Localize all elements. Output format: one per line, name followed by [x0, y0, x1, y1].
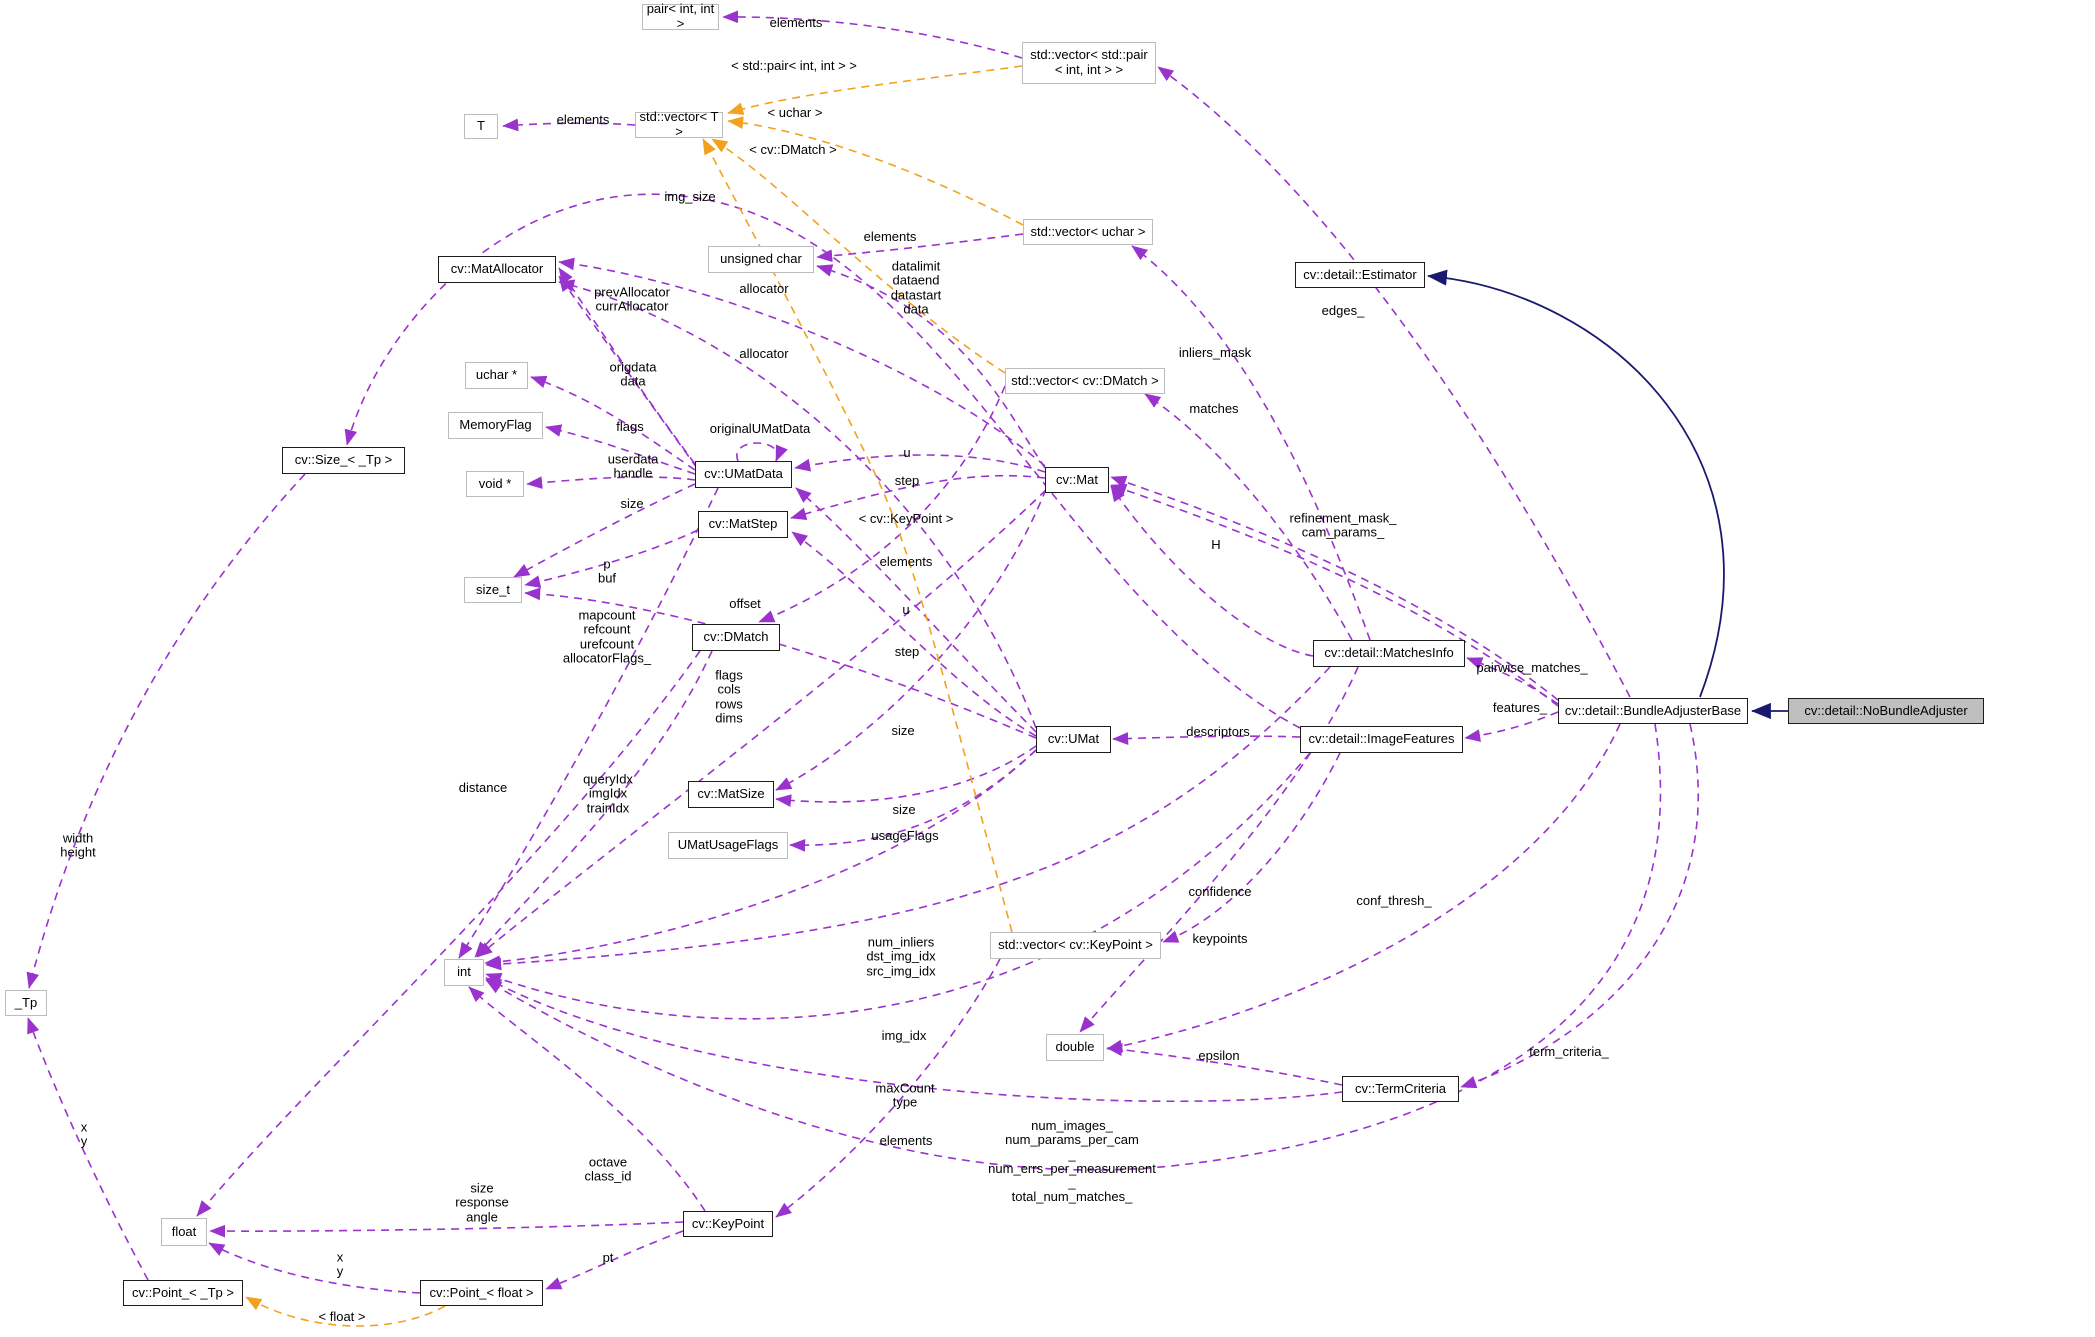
- edge-label-p-buf: p buf: [597, 556, 617, 586]
- edge-label-u-mat: u: [903, 444, 911, 460]
- edge-label-inliers-mask: inliers_mask: [1178, 344, 1252, 360]
- edge-label-width-height: width height: [60, 830, 96, 860]
- node-cv-matallocator[interactable]: cv::MatAllocator: [438, 256, 556, 283]
- edge-label-mapcount-group: mapcount refcount urefcount allocatorFla…: [562, 607, 652, 666]
- edge-label-distance: distance: [458, 779, 508, 795]
- edge-label-usageflags: usageFlags: [871, 827, 939, 843]
- edge-label-descriptors: descriptors: [1186, 723, 1250, 739]
- edge-label-keypoints: keypoints: [1192, 930, 1248, 946]
- edge-label-refinement-group: refinement_mask_ cam_params_: [1289, 510, 1397, 540]
- node-cv-detail-bundleadjusterbase[interactable]: cv::detail::BundleAdjusterBase: [1558, 698, 1748, 724]
- edge-label-size-mat: size: [891, 722, 915, 738]
- edge-label-pt: pt: [602, 1249, 614, 1265]
- edge-label-conf-thresh: conf_thresh_: [1356, 892, 1432, 908]
- node-void-ptr: void *: [466, 471, 524, 497]
- edge-label-template-keypoint: < cv::KeyPoint >: [858, 510, 954, 526]
- edge-label-offset: offset: [729, 595, 761, 611]
- edge-label-features: features_: [1492, 699, 1548, 715]
- edge-label-elements-uchar: elements: [863, 228, 917, 244]
- node-size-t: size_t: [464, 577, 522, 603]
- edge-label-allocator-mat: allocator: [739, 280, 789, 296]
- node-tp: _Tp: [5, 990, 47, 1016]
- node-cv-detail-matchesinfo[interactable]: cv::detail::MatchesInfo: [1313, 640, 1465, 667]
- node-unsigned-char: unsigned char: [708, 246, 814, 273]
- edge-label-maxcount-type: maxCount type: [875, 1080, 935, 1110]
- node-double: double: [1046, 1034, 1104, 1061]
- node-cv-detail-imagefeatures[interactable]: cv::detail::ImageFeatures: [1300, 726, 1463, 753]
- edge-label-flags-memoryflag: flags: [616, 418, 644, 434]
- node-pair-int-int: pair< int, int >: [642, 2, 719, 31]
- edge-label-num-images-group: num_images_ num_params_per_cam _ num_err…: [988, 1118, 1156, 1205]
- node-cv-size-tp[interactable]: cv::Size_< _Tp >: [282, 447, 405, 474]
- node-cv-umat[interactable]: cv::UMat: [1036, 726, 1111, 753]
- edge-label-size-response-angle: size response angle: [455, 1180, 509, 1225]
- node-uchar-ptr: uchar *: [465, 362, 528, 389]
- node-float: float: [161, 1218, 207, 1246]
- edge-label-template-pair: < std::pair< int, int > >: [731, 57, 857, 73]
- edge-label-elements-t: elements: [556, 111, 610, 127]
- edge-label-elements-keypoint: elements: [879, 1132, 933, 1148]
- edge-label-x-y-float: x y: [336, 1249, 344, 1279]
- edge-label-matches: matches: [1189, 400, 1239, 416]
- node-cv-keypoint[interactable]: cv::KeyPoint: [683, 1211, 773, 1237]
- edge-label-elements-pair: elements: [769, 14, 823, 30]
- node-std-vector-uchar: std::vector< uchar >: [1023, 219, 1153, 245]
- edge-label-x-y-tp: x y: [80, 1119, 88, 1149]
- node-memoryflag: MemoryFlag: [448, 412, 543, 439]
- edge-label-step-mat: step: [894, 472, 920, 488]
- edge-label-octave-class-id: octave class_id: [584, 1154, 632, 1184]
- edge-label-pairwise-matches: pairwise_matches_: [1476, 659, 1588, 675]
- edge-label-template-uchar: < uchar >: [767, 104, 823, 120]
- edge-label-template-float: < float >: [318, 1308, 366, 1324]
- node-cv-matstep[interactable]: cv::MatStep: [698, 511, 788, 538]
- node-std-vector-cv-dmatch: std::vector< cv::DMatch >: [1005, 368, 1165, 394]
- node-int: int: [444, 959, 484, 986]
- node-std-vector-cv-keypoint: std::vector< cv::KeyPoint >: [990, 932, 1161, 959]
- edge-label-epsilon: epsilon: [1198, 1047, 1240, 1063]
- edge-label-allocator-umat: allocator: [739, 345, 789, 361]
- node-t: T: [464, 114, 498, 139]
- edge-label-size-umatdata: size: [620, 495, 644, 511]
- node-cv-point-float[interactable]: cv::Point_< float >: [420, 1280, 543, 1306]
- node-std-vector-t: std::vector< T >: [635, 110, 723, 139]
- edge-label-edges: edges_: [1321, 302, 1365, 318]
- edge-label-template-dmatch: < cv::DMatch >: [749, 141, 837, 157]
- edge-label-img-idx: img_idx: [881, 1027, 927, 1043]
- edge-label-confidence: confidence: [1188, 883, 1252, 899]
- edge-label-h: H: [1211, 536, 1221, 552]
- edge-label-prev-curr-allocator: prevAllocator currAllocator: [594, 284, 670, 314]
- node-std-vector-std-pair: std::vector< std::pair < int, int > >: [1022, 42, 1156, 84]
- node-cv-dmatch[interactable]: cv::DMatch: [692, 624, 780, 651]
- edge-label-img-size: img_size: [664, 188, 716, 204]
- edge-label-term-criteria: term_criteria_: [1529, 1043, 1609, 1059]
- edge-label-elements-dmatch: elements: [879, 553, 933, 569]
- edge-label-u-umat: u: [902, 601, 910, 617]
- edge-label-original-umatdata: originalUMatData: [709, 420, 811, 436]
- edge-label-queryidx-group: queryIdx imgIdx trainIdx: [583, 771, 633, 816]
- node-cv-matsize[interactable]: cv::MatSize: [688, 781, 774, 808]
- node-cv-detail-nobundleadjuster: cv::detail::NoBundleAdjuster: [1788, 698, 1984, 724]
- node-cv-detail-estimator[interactable]: cv::detail::Estimator: [1295, 262, 1425, 288]
- node-cv-mat[interactable]: cv::Mat: [1045, 467, 1109, 493]
- edge-label-userdata-handle: userdata handle: [607, 451, 659, 481]
- node-cv-point-tp[interactable]: cv::Point_< _Tp >: [123, 1280, 243, 1306]
- edge-label-datalimit-group: datalimit dataend datastart data: [890, 258, 942, 317]
- edge-label-num-inliers-group: num_inliers dst_img_idx src_img_idx: [866, 934, 936, 979]
- edge-label-size-umat: size: [892, 801, 916, 817]
- node-cv-termcriteria[interactable]: cv::TermCriteria: [1342, 1076, 1459, 1102]
- node-umatusageflags: UMatUsageFlags: [668, 832, 788, 859]
- edge-label-origdata-data: origdata data: [609, 359, 657, 389]
- node-cv-umatdata[interactable]: cv::UMatData: [695, 461, 792, 488]
- edge-label-flags-mat-group: flags cols rows dims: [715, 667, 743, 726]
- edge-label-step-umat: step: [894, 643, 920, 659]
